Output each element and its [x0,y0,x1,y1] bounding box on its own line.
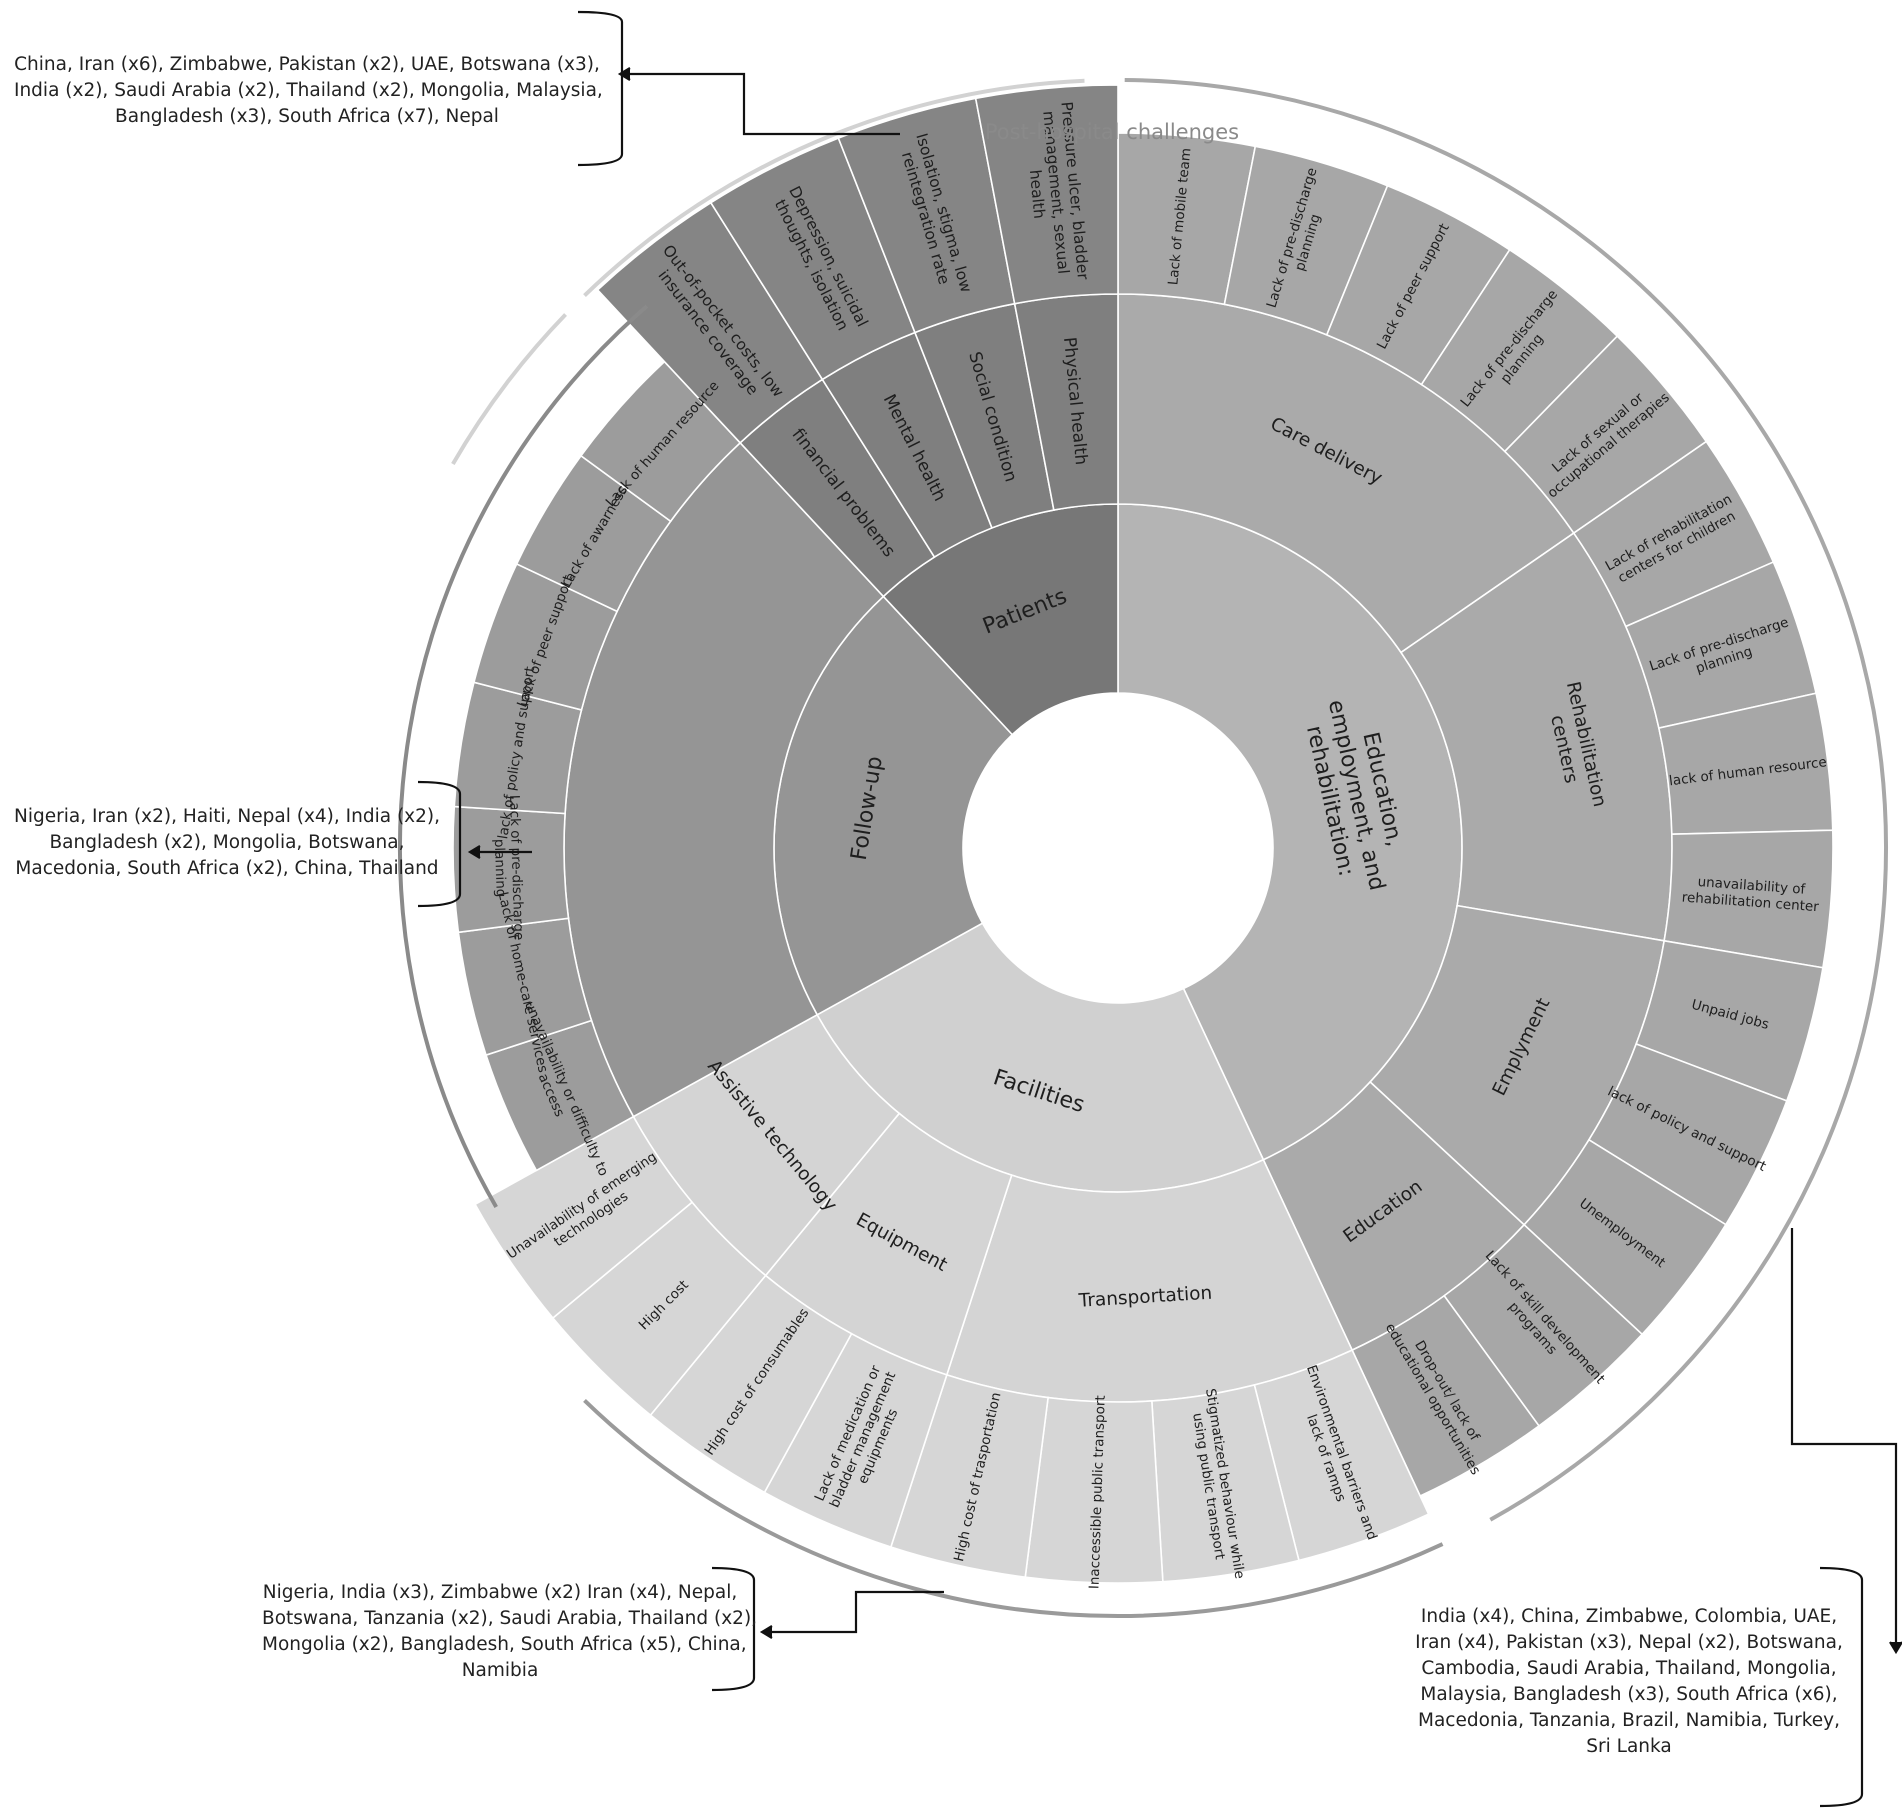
leaf-label-lack-of-pre-discharge-planning: Lack of pre-dischargeplanning [489,795,526,941]
leaf-label-inaccessible-public-transport: Inaccessible public transport [1086,1395,1108,1589]
follow-up-countries-note: Nigeria, Iran (x2), Haiti, Nepal (x4), I… [4,804,450,882]
note-line: Sri Lanka [1586,1736,1672,1757]
category-arcs [398,78,1888,1618]
category-arc-education-employment-and-rehabilitation [1124,78,1888,1522]
note-line: Macedonia, South Africa (x2), China, Tha… [15,858,439,879]
patients-connector [620,72,900,136]
facilities-connector [762,1590,944,1634]
patients-arrowhead [617,67,631,81]
note-line: China, Iran (x6), Zimbabwe, Pakistan (x2… [14,54,600,75]
note-line: India (x2), Saudi Arabia (x2), Thailand … [14,80,603,101]
note-line: Namibia [461,1660,539,1681]
note-line: Malaysia, Bangladesh (x3), South Africa … [1420,1684,1838,1705]
follow-up-arrowhead [467,845,481,859]
diagram-title: Post-hospital challenges [985,120,1239,144]
education-arrowhead [1889,1641,1902,1655]
facilities-arrowhead [759,1625,773,1639]
label-line: planning [491,839,509,898]
sunburst-wedges [452,84,1834,1584]
category-arc-patients [583,78,1085,297]
note-line: Nigeria, Iran (x2), Haiti, Nepal (x4), I… [14,806,440,827]
facilities-brace [711,1566,756,1692]
education-countries-note: India (x4), China, Zimbabwe, Colombia, U… [1410,1604,1848,1760]
note-line: Macedonia, Tanzania, Brazil, Namibia, Tu… [1418,1710,1840,1731]
annotation-connectors [417,10,1902,1808]
follow-up-brace [417,780,462,908]
note-line: India (x4), China, Zimbabwe, Colombia, U… [1420,1606,1838,1627]
category-arc-follow-up [398,304,649,1208]
label-line: Lack of pre-discharge [506,795,527,941]
patients-countries-note: China, Iran (x6), Zimbabwe, Pakistan (x2… [14,52,603,130]
note-line: Nigeria, India (x3), Zimbabwe (x2) Iran … [262,1582,738,1603]
label-line: Inaccessible public transport [1086,1395,1108,1589]
label-line: health [1026,169,1049,220]
label-line: unavailability of [1697,874,1807,898]
note-line: Bangladesh (x2), Mongolia, Botswana, [49,832,405,853]
patients-brace [577,10,624,167]
note-line: Mongolia (x2), Bangladesh, South Africa … [262,1634,747,1655]
note-line: Bangladesh (x3), South Africa (x7), Nepa… [115,106,499,127]
leaf-physical-health-0 [974,84,1119,305]
education-brace [1819,1566,1864,1808]
category-arc-facilities [583,1399,1444,1618]
note-line: Botswana, Tanzania (x2), Saudi Arabia, T… [262,1608,758,1629]
note-line: Cambodia, Saudi Arabia, Thailand, Mongol… [1421,1658,1837,1679]
facilities-countries-note: Nigeria, India (x3), Zimbabwe (x2) Iran … [262,1580,758,1684]
category-arc-top-extension [451,313,567,466]
education-connector [1790,1228,1898,1652]
note-line: Iran (x4), Pakistan (x3), Nepal (x2), Bo… [1415,1632,1843,1653]
